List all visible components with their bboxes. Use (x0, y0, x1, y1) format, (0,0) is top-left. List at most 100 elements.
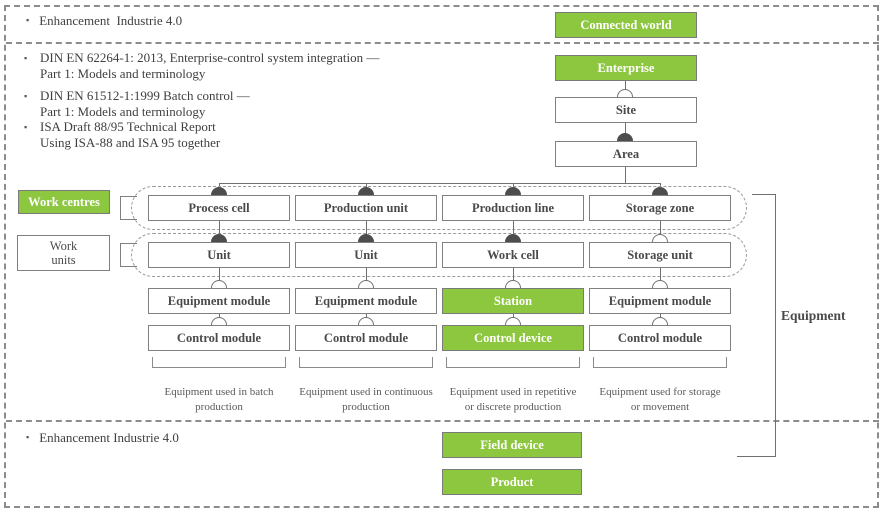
top-band-bullet-text: Enhancement Industrie 4.0 (39, 13, 183, 28)
connector-col2-a (366, 221, 367, 235)
aggregation-arc-filled (358, 187, 374, 195)
standard-item-1: ▪ DIN EN 62264-1: 2013, Enterprise-contr… (24, 50, 380, 81)
connector-col2-c (366, 314, 367, 318)
node-product: Product (442, 469, 582, 495)
standard-item-2-line1: DIN EN 61512-1:1999 Batch control — (40, 88, 250, 103)
bullet-square-icon: ▪ (24, 53, 28, 63)
node-storage-zone-label: Storage zone (625, 200, 695, 215)
connector-area-branch (625, 167, 626, 183)
top-band-bullet-item: ▪ Enhancement Industrie 4.0 (26, 13, 182, 28)
node-control-module-2: Control module (295, 325, 437, 351)
node-production-line-label: Production line (471, 200, 555, 215)
node-station-label: Station (493, 293, 533, 308)
node-storage-unit: Storage unit (589, 242, 731, 268)
aggregation-arc-filled (358, 234, 374, 242)
node-site: Site (555, 97, 697, 123)
row-label-work-units-line1: Work (49, 239, 78, 253)
column-2-group-bracket (299, 357, 433, 368)
node-station: Station (442, 288, 584, 314)
node-control-module-4: Control module (589, 325, 731, 351)
row-label-work-centres-text: Work centres (28, 195, 100, 209)
bullet-square-icon: ▪ (24, 91, 28, 101)
column-3-caption-line2: or discrete production (464, 400, 562, 413)
column-1-caption: Equipment used in batch production (134, 385, 304, 414)
work-units-pill (131, 233, 747, 277)
equipment-bracket-vertical (775, 194, 776, 457)
top-band-divider (6, 42, 879, 44)
connector-enterprise-site (625, 81, 626, 90)
equipment-label: Equipment (781, 308, 846, 323)
column-2-caption: Equipment used in continuous production (281, 385, 451, 414)
column-1-caption-line1: Equipment used in batch (164, 386, 274, 398)
node-storage-zone: Storage zone (589, 195, 731, 221)
node-connected-world: Connected world (555, 12, 697, 38)
aggregation-arc-filled (211, 187, 227, 195)
row-label-work-units-line2: units (51, 253, 76, 267)
connector-col1-a (219, 221, 220, 235)
connector-col4-b (660, 268, 661, 281)
connector-col4-a (660, 221, 661, 235)
standard-item-1-line2: Part 1: Models and terminology (40, 65, 206, 81)
node-storage-unit-label: Storage unit (627, 247, 693, 262)
aggregation-arc-filled (617, 133, 633, 141)
column-3-caption-line1: Equipment used in repetitive (449, 386, 577, 398)
node-work-cell-label: Work cell (487, 247, 539, 262)
standard-item-2: ▪ DIN EN 61512-1:1999 Batch control — Pa… (24, 88, 250, 119)
node-equipment-module-1-label: Equipment module (167, 293, 271, 308)
column-2-caption-line2: production (342, 400, 390, 413)
work-units-bracket (120, 243, 137, 267)
work-centres-pill (131, 186, 747, 230)
node-equipment-module-2-label: Equipment module (314, 293, 418, 308)
node-field-device-label: Field device (480, 437, 544, 452)
node-area-label: Area (612, 146, 640, 161)
connector-col1-b (219, 268, 220, 281)
column-4-caption-line2: or movement (630, 400, 690, 413)
standard-item-3-line1: ISA Draft 88/95 Technical Report (40, 119, 216, 134)
bottom-band-bullet-item: ▪ Enhancement Industrie 4.0 (26, 430, 179, 445)
outer-frame (4, 5, 879, 508)
bottom-band-divider (6, 420, 879, 422)
connector-col3-c (513, 314, 514, 318)
bullet-square-icon: ▪ (26, 15, 30, 25)
aggregation-arc-filled (505, 187, 521, 195)
node-control-module-1-label: Control module (176, 330, 262, 345)
row-label-work-centres: Work centres (18, 190, 110, 214)
connector-col2-b (366, 268, 367, 281)
column-1-group-bracket (152, 357, 286, 368)
bullet-square-icon: ▪ (26, 432, 30, 442)
aggregation-arc-filled (211, 234, 227, 242)
bullet-square-icon: ▪ (24, 122, 28, 132)
node-product-label: Product (490, 474, 534, 489)
column-4-group-bracket (593, 357, 727, 368)
work-centres-bracket (120, 196, 137, 220)
column-2-caption-line1: Equipment used in continuous (299, 386, 433, 398)
node-production-unit-label: Production unit (323, 200, 409, 215)
node-unit-2: Unit (295, 242, 437, 268)
node-control-device: Control device (442, 325, 584, 351)
node-process-cell-label: Process cell (188, 200, 250, 215)
node-connected-world-label: Connected world (580, 17, 672, 32)
node-work-cell: Work cell (442, 242, 584, 268)
standard-item-1-line1: DIN EN 62264-1: 2013, Enterprise-control… (40, 50, 380, 65)
standard-item-3-line2: Using ISA-88 and ISA 95 together (40, 134, 221, 150)
connector-col3-a (513, 221, 514, 235)
node-unit-1: Unit (148, 242, 290, 268)
node-control-module-2-label: Control module (323, 330, 409, 345)
node-equipment-module-2: Equipment module (295, 288, 437, 314)
branch-line (219, 183, 661, 184)
node-equipment-module-4: Equipment module (589, 288, 731, 314)
standard-item-3: ▪ ISA Draft 88/95 Technical Report Using… (24, 119, 221, 150)
node-control-module-1: Control module (148, 325, 290, 351)
node-unit-1-label: Unit (207, 247, 231, 262)
equipment-bracket-top-arm (752, 194, 776, 195)
node-field-device: Field device (442, 432, 582, 458)
node-production-line: Production line (442, 195, 584, 221)
bottom-band-bullet-text: Enhancement Industrie 4.0 (39, 430, 179, 445)
node-site-label: Site (615, 102, 637, 117)
node-area: Area (555, 141, 697, 167)
column-4-caption: Equipment used for storage or movement (575, 385, 745, 414)
column-3-caption: Equipment used in repetitive or discrete… (428, 385, 598, 414)
node-enterprise-label: Enterprise (597, 60, 655, 75)
node-control-device-label: Control device (474, 330, 552, 345)
standard-item-2-line2: Part 1: Models and terminology (40, 103, 206, 119)
